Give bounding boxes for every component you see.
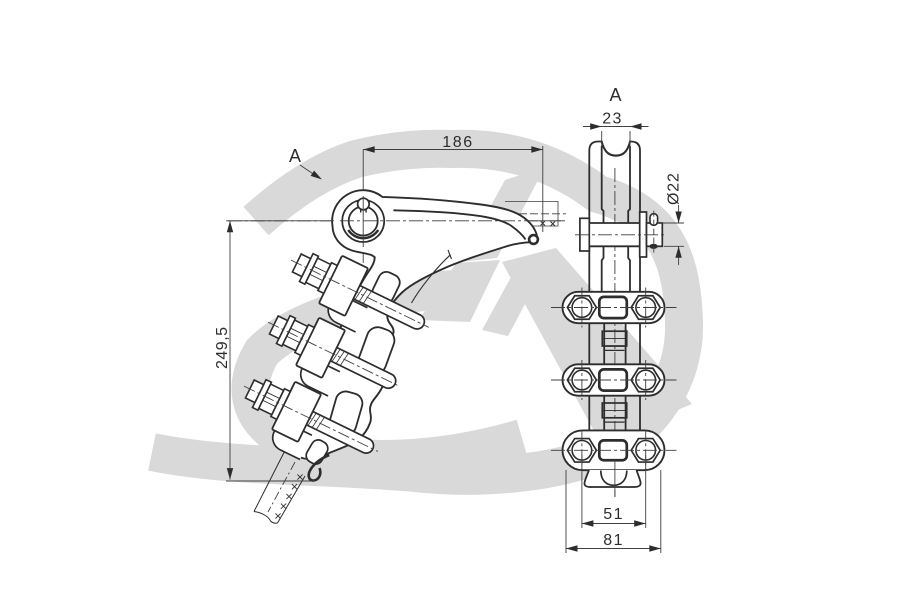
svg-text:81: 81	[603, 532, 624, 549]
svg-text:23: 23	[602, 111, 623, 128]
svg-text:51: 51	[603, 506, 624, 523]
svg-text:A: A	[289, 146, 301, 166]
svg-text:A: A	[609, 85, 621, 105]
svg-text:186: 186	[442, 134, 474, 151]
svg-text:249,5: 249,5	[214, 326, 231, 369]
svg-text:Ø22: Ø22	[666, 172, 683, 205]
